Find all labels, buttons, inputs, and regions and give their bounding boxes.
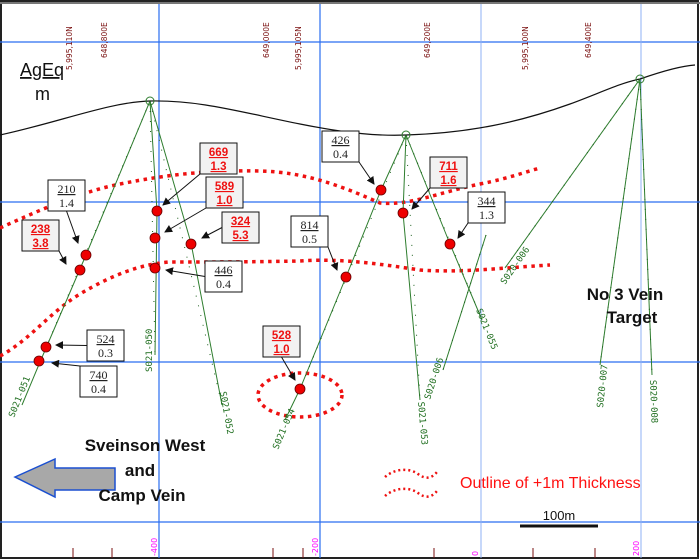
pointer-arrow	[55, 341, 88, 350]
topography-line	[0, 64, 696, 136]
direction-label-line1: Sveinson West	[85, 436, 206, 455]
pointer-arrow	[66, 210, 80, 244]
pointer-arrow	[281, 356, 296, 381]
ageq-value: 740	[90, 368, 108, 382]
hole-label: S020-007	[596, 364, 610, 408]
thickness-value: 3.8	[33, 238, 50, 250]
coord-label: 649,000E	[262, 22, 271, 58]
pointer-arrow	[51, 359, 81, 368]
target-label-line2: Target	[607, 308, 658, 327]
left-arrow-icon	[13, 457, 116, 499]
ageq-value: 711	[439, 161, 458, 173]
ageq-value: 446	[215, 263, 233, 277]
coord-label: 648,800E	[100, 22, 109, 58]
pointer-arrow	[162, 173, 201, 206]
direction-label-line3: Camp Vein	[99, 486, 186, 505]
direction-label-line2: and	[125, 461, 155, 480]
thickness-value: 1.0	[217, 195, 233, 207]
collar-icon	[401, 130, 411, 140]
thickness-outlines	[0, 166, 551, 419]
top-coordinates: 5,995,110N 648,800E 649,000E 5,995,105N …	[65, 22, 596, 558]
thickness-value: 1.4	[59, 196, 74, 210]
hole-label: S021-053	[415, 401, 429, 445]
hole-label: S020-008	[647, 380, 659, 424]
elevation-label: 200	[632, 541, 641, 556]
coord-label: 5,995,110N	[65, 26, 74, 70]
thickness-value: 0.4	[333, 147, 348, 161]
ageq-value: 589	[215, 181, 234, 193]
pointer-arrow	[327, 246, 339, 271]
hole-label: S020-006	[423, 357, 446, 401]
thickness-value: 0.5	[302, 232, 317, 246]
hole-label: S020-006	[499, 245, 532, 286]
intercept-labels: 2101.42383.86691.35891.03245.34460.45240…	[21, 130, 506, 398]
elevation-label: -200	[311, 538, 320, 556]
thickness-value: 0.4	[91, 382, 106, 396]
pointer-arrow	[165, 267, 206, 277]
scale-bar-label: 100m	[543, 508, 576, 523]
coord-label: 649,400E	[584, 22, 593, 58]
legend-ageq-title: AgEq	[20, 60, 64, 80]
thickness-value: 1.6	[441, 175, 457, 187]
hole-label: S021-052	[217, 391, 234, 435]
ageq-value: 210	[58, 182, 76, 196]
legend: Outline of +1m Thickness	[384, 468, 641, 498]
hole-label: S021-050	[145, 329, 155, 372]
ageq-value: 426	[332, 133, 350, 147]
thickness-value: 0.4	[216, 277, 231, 291]
hole-label: S021-055	[473, 307, 499, 351]
collar-icon	[635, 74, 645, 84]
pointer-arrow	[358, 161, 375, 185]
elevation-labels: -400 -200 0 200	[150, 538, 641, 556]
pointer-arrow	[164, 207, 207, 233]
pointer-arrow	[411, 187, 431, 210]
thickness-value: 5.3	[233, 230, 249, 242]
pointer-arrow	[58, 250, 67, 265]
grid	[0, 4, 700, 558]
hole-label: S021-051	[8, 375, 34, 419]
elevation-label: -400	[150, 538, 159, 556]
thickness-value: 0.3	[98, 346, 113, 360]
thickness-value: 1.3	[479, 208, 494, 222]
intercept-dots	[33, 184, 456, 395]
ageq-value: 528	[272, 330, 292, 342]
ageq-value: 344	[478, 194, 496, 208]
outline-legend-icon	[384, 468, 438, 479]
legend-outline-label: Outline of +1m Thickness	[460, 475, 641, 492]
thickness-value: 1.0	[274, 344, 290, 356]
ageq-value: 669	[209, 147, 228, 159]
thickness-value: 1.3	[211, 161, 227, 173]
ageq-value: 524	[97, 332, 115, 346]
target-label-line1: No 3 Vein	[587, 285, 664, 304]
coord-label: 5,995,100N	[521, 26, 530, 70]
legend-m-title: m	[35, 84, 50, 104]
ageq-value: 814	[301, 218, 319, 232]
pointer-arrow	[457, 222, 469, 239]
coord-label: 5,995,105N	[294, 26, 303, 70]
ageq-value: 324	[231, 216, 251, 228]
pointer-arrow	[201, 227, 223, 239]
ageq-value: 238	[31, 224, 51, 236]
elevation-label: 0	[471, 551, 480, 556]
collar-icon	[145, 96, 155, 106]
coord-label: 649,200E	[423, 22, 432, 58]
